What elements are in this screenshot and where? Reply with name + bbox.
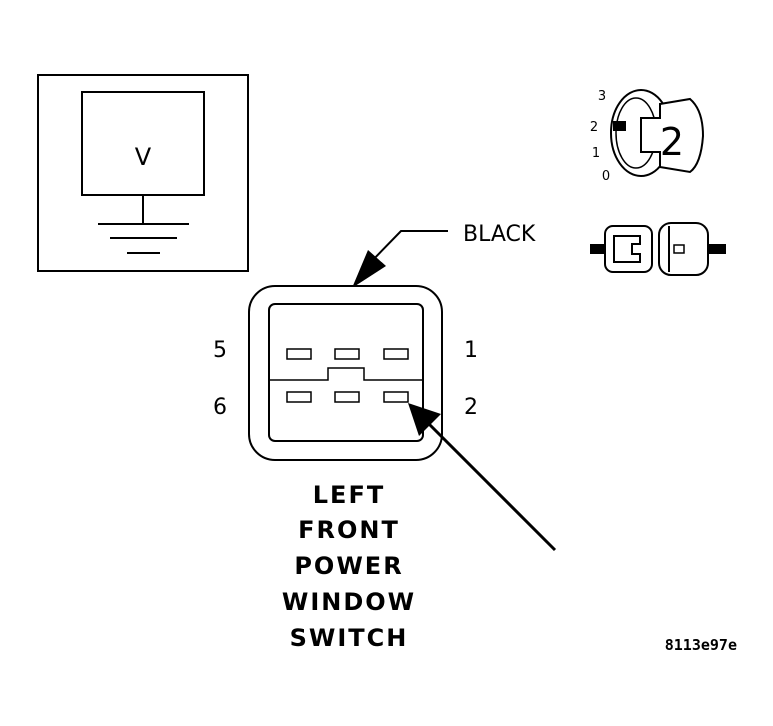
voltmeter-frame: [37, 74, 249, 272]
connector-color-label: BLACK: [463, 222, 536, 247]
voltmeter-symbol: V: [37, 74, 249, 272]
probe-arrow: [408, 403, 557, 552]
pin-cavity-6: [286, 391, 312, 403]
ignition-key-icon: 3 2 1 0 2: [590, 89, 705, 184]
component-name-line-1: LEFT: [313, 481, 385, 509]
pin-label-2: 2: [464, 395, 478, 420]
pin-label-5: 5: [213, 338, 227, 363]
pin-cavity-2: [383, 391, 409, 403]
component-name-line-5: SWITCH: [290, 624, 409, 652]
pin-cavity-bottom-mid: [334, 391, 360, 403]
ignition-pos-3: 3: [598, 89, 606, 104]
pin-cavity-1: [383, 348, 409, 360]
component-name-line-4: WINDOW: [282, 588, 416, 616]
pin-cavity-5: [286, 348, 312, 360]
probe-arrow-head: [408, 403, 441, 436]
figure-id: 8113e97e: [665, 636, 737, 654]
connector-face: 5 6 1 2: [213, 285, 478, 461]
pin-label-1: 1: [464, 338, 478, 363]
ignition-pos-2: 2: [590, 120, 598, 135]
plug-male-half: [604, 225, 653, 273]
key-head: [640, 97, 705, 174]
pin-label-6: 6: [213, 395, 227, 420]
plug-female-slot: [673, 244, 685, 254]
color-callout: BLACK: [352, 222, 536, 288]
component-name: LEFT FRONT POWER WINDOW SWITCH: [282, 481, 416, 652]
connector-shell: [248, 285, 443, 461]
ignition-pointer: [613, 121, 626, 131]
ignition-pos-1: 1: [592, 146, 600, 161]
probe-arrow-shaft: [423, 418, 557, 552]
plug-wire-left: [590, 244, 606, 254]
connector-inner: [268, 303, 424, 442]
color-callout-leader: [367, 230, 448, 266]
component-name-line-3: POWER: [294, 552, 403, 580]
plug-male-tab: [613, 235, 641, 263]
plug-wire-right: [708, 244, 726, 254]
voltmeter-label: V: [135, 143, 152, 171]
key-number: 2: [660, 120, 684, 164]
connector-plug-icon: [590, 222, 726, 276]
component-name-line-2: FRONT: [298, 516, 400, 544]
ignition-pos-0: 0: [602, 169, 610, 184]
pin-cavity-top-mid: [334, 348, 360, 360]
connector-divider-key: [270, 367, 422, 381]
color-callout-arrowhead: [352, 250, 386, 288]
